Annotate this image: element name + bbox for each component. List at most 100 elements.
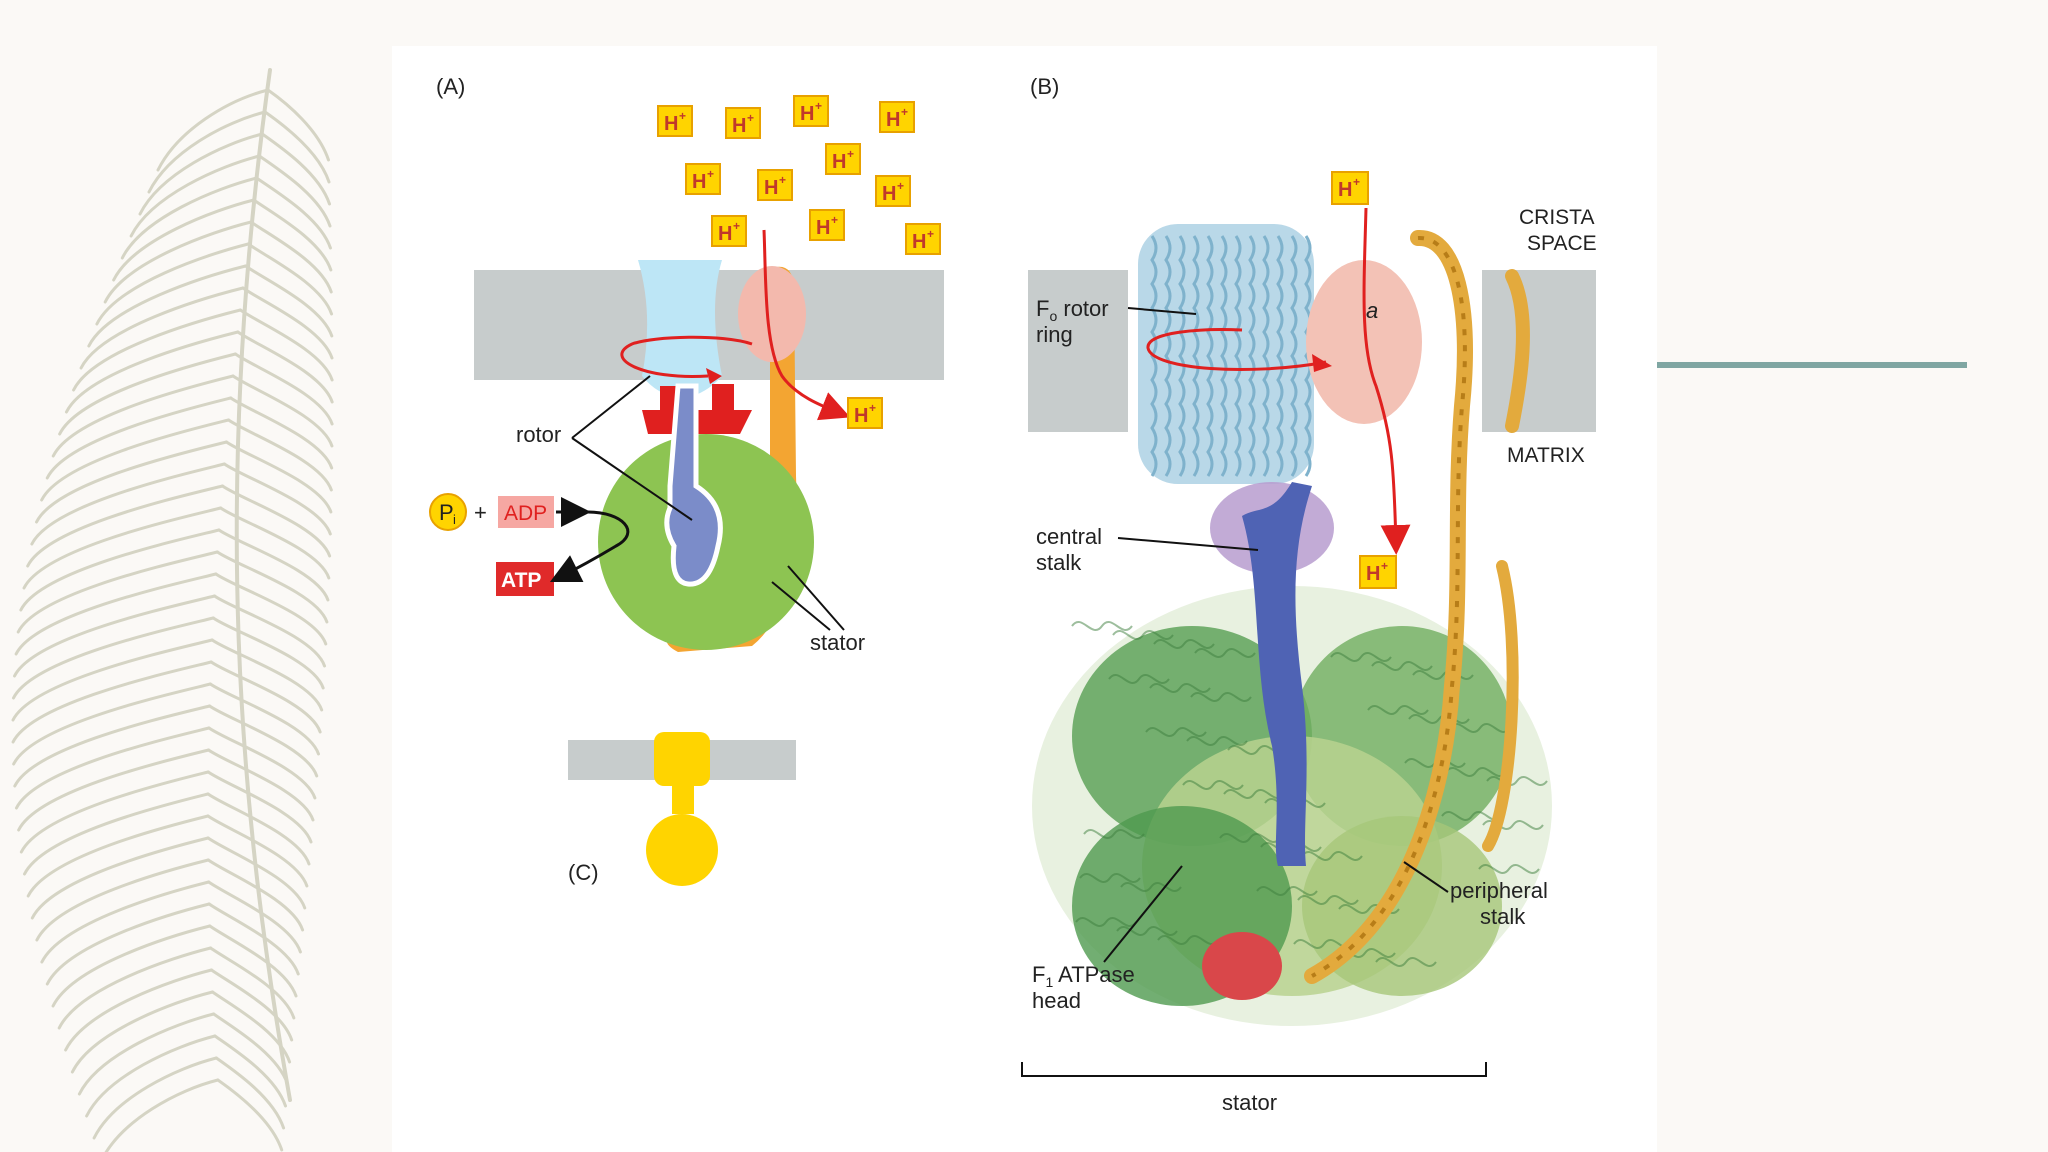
- svg-text:+: +: [897, 179, 904, 193]
- peripheral-stalk-b: [1304, 230, 1473, 984]
- proton-path-arrow: [762, 229, 851, 421]
- svg-text:Fo rotor: Fo rotor: [1036, 296, 1109, 324]
- svg-text:i: i: [453, 512, 456, 527]
- svg-text:H: H: [718, 223, 732, 245]
- collar-left: [660, 386, 676, 410]
- svg-text:ring: ring: [1036, 322, 1073, 347]
- svg-text:+: +: [831, 213, 838, 227]
- collar-right: [712, 384, 734, 410]
- svg-text:F1 ATPase: F1 ATPase: [1032, 962, 1135, 990]
- pi-circle: P i: [429, 493, 467, 531]
- epsilon-domain: [1202, 932, 1282, 1000]
- subunit-a: [738, 266, 806, 362]
- svg-text:H: H: [832, 151, 846, 173]
- svg-text:H: H: [800, 103, 814, 125]
- proton-icon: H+: [905, 223, 941, 255]
- f1-simple: [646, 814, 718, 886]
- proton-entry-b: H +: [1331, 171, 1369, 205]
- proton-cloud: H+H+H+H+H+H+H+H+H+H+H+: [657, 95, 941, 255]
- svg-text:H: H: [732, 115, 746, 137]
- svg-text:+: +: [869, 401, 876, 415]
- proton-icon: H+: [875, 175, 911, 207]
- f1-head-label: F1 ATPase head: [1032, 865, 1183, 1013]
- feather-decoration: [11, 68, 334, 1152]
- proton-icon: H+: [793, 95, 829, 127]
- svg-text:+: +: [927, 227, 934, 241]
- stator-leaders: [771, 565, 845, 631]
- svg-text:P: P: [439, 500, 454, 525]
- svg-text:H: H: [882, 183, 896, 205]
- svg-text:H: H: [692, 171, 706, 193]
- proton-icon: H+: [657, 105, 693, 137]
- svg-text:+: +: [779, 173, 786, 187]
- svg-text:stalk: stalk: [1480, 904, 1526, 929]
- proton-exit-a: H +: [847, 397, 883, 429]
- figure-panel: (A) H+H+H+H+H+H+H+H+H+H+H+: [392, 46, 1657, 1152]
- fo-rotor-label: Fo rotor ring: [1036, 296, 1197, 347]
- panel-a-tag: (A): [436, 74, 465, 99]
- atp-synthase-figure: (A) H+H+H+H+H+H+H+H+H+H+H+: [429, 74, 1597, 1115]
- proton-icon: H+: [685, 163, 721, 195]
- svg-text:H: H: [764, 177, 778, 199]
- peripheral-stalk-top: [1505, 269, 1530, 433]
- svg-text:H: H: [816, 217, 830, 239]
- svg-text:+: +: [815, 99, 822, 113]
- matrix-label: MATRIX: [1507, 444, 1585, 467]
- svg-text:H: H: [1338, 179, 1352, 201]
- crista-label-2: SPACE: [1527, 232, 1597, 255]
- svg-text:head: head: [1032, 988, 1081, 1013]
- svg-text:stalk: stalk: [1036, 550, 1082, 575]
- proton-path-b: [1362, 207, 1411, 555]
- plus-sign: +: [474, 500, 487, 525]
- central-stalk-label: central stalk: [1036, 524, 1259, 575]
- proton-icon: H+: [809, 209, 845, 241]
- rotor-leaders: [571, 375, 693, 521]
- fo-rotor-ring: [1138, 224, 1314, 484]
- stator-label-b: stator: [1222, 1090, 1277, 1115]
- stator-label-a: stator: [810, 630, 865, 655]
- peripheral-stalk-side: [1482, 560, 1519, 852]
- membrane-b-right: [1482, 270, 1596, 432]
- proton-icon: H+: [725, 107, 761, 139]
- proton-icon: H+: [711, 215, 747, 247]
- svg-text:+: +: [747, 111, 754, 125]
- rotation-arrowhead-b: [1312, 354, 1332, 372]
- central-stalk-a: [664, 383, 723, 587]
- svg-text:+: +: [901, 105, 908, 119]
- accent-line: [1657, 362, 1967, 368]
- membrane-b-left: [1028, 270, 1128, 432]
- subunit-a-label: a: [1366, 298, 1378, 323]
- panel-b: (B) a: [1021, 74, 1597, 1115]
- svg-text:peripheral: peripheral: [1450, 878, 1548, 903]
- svg-text:H: H: [886, 109, 900, 131]
- panel-b-tag: (B): [1030, 74, 1059, 99]
- adp-box: ADP: [498, 496, 554, 528]
- panel-c: (C): [568, 732, 796, 886]
- svg-text:+: +: [847, 147, 854, 161]
- panel-a: (A) H+H+H+H+H+H+H+H+H+H+H+: [429, 74, 944, 655]
- rotor-label: rotor: [516, 422, 561, 447]
- svg-text:H: H: [912, 231, 926, 253]
- subunit-a-b: [1306, 260, 1422, 424]
- rotation-arrow-b: [1146, 328, 1327, 371]
- proton-exit-b: H +: [1359, 555, 1397, 589]
- fo-simple: [654, 732, 710, 786]
- proton-icon: H+: [757, 169, 793, 201]
- svg-text:+: +: [679, 109, 686, 123]
- svg-text:+: +: [1353, 175, 1360, 189]
- central-stalk-b: [1242, 482, 1312, 866]
- svg-text:+: +: [733, 219, 740, 233]
- stator-bracket: [1021, 1062, 1487, 1077]
- peripheral-stalk-label: peripheral stalk: [1403, 861, 1548, 929]
- rotation-arrowhead-a: [706, 368, 722, 384]
- svg-text:ADP: ADP: [504, 502, 547, 525]
- svg-text:central: central: [1036, 524, 1102, 549]
- rotor-ring-a: [638, 260, 722, 398]
- proton-icon: H+: [825, 143, 861, 175]
- atp-box: ATP: [496, 562, 554, 596]
- svg-text:H: H: [854, 405, 868, 427]
- synthesis-arrow: [549, 510, 630, 583]
- svg-text:H: H: [1366, 563, 1380, 585]
- svg-text:H: H: [664, 113, 678, 135]
